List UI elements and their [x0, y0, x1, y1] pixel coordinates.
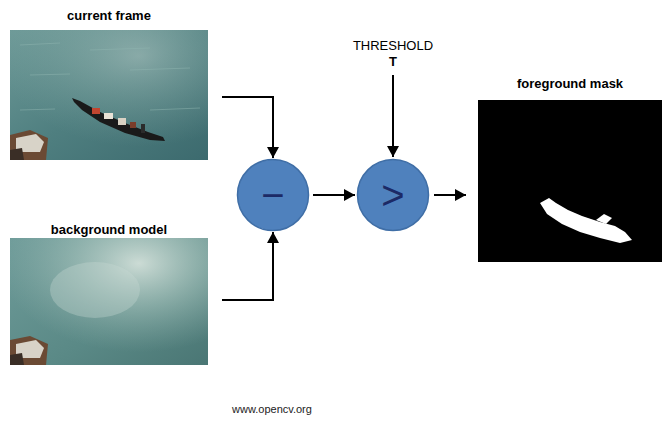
watermark: www.opencv.org — [232, 403, 312, 415]
current-frame-photo — [10, 30, 208, 160]
operator-circle: > — [356, 158, 430, 232]
threshold-input: THRESHOLDT — [343, 38, 443, 72]
operator-symbol: > — [381, 175, 404, 215]
operator-circle: − — [236, 158, 310, 232]
flow-arrow — [222, 97, 279, 158]
threshold-symbol: T — [389, 54, 397, 70]
flow-arrow — [387, 75, 399, 157]
arrowhead — [387, 146, 399, 157]
image-frame: current frame — [6, 8, 212, 160]
connector-line — [222, 97, 273, 158]
threshold-heading: THRESHOLD — [353, 38, 433, 54]
image-heading: foreground mask — [474, 76, 666, 92]
arrowhead — [267, 147, 279, 158]
flow-arrow — [313, 189, 355, 201]
image-heading: current frame — [6, 8, 212, 24]
connector-line — [392, 75, 394, 157]
image-frame: foreground mask — [474, 76, 666, 262]
image-frame: background model — [6, 222, 212, 365]
connector-line — [222, 232, 273, 300]
background-model-photo — [10, 238, 208, 365]
operator-symbol: − — [261, 175, 284, 215]
flow-arrow — [222, 232, 279, 300]
arrowhead — [455, 189, 466, 201]
flow-arrow — [434, 189, 466, 201]
arrowhead — [344, 189, 355, 201]
foreground-mask-image — [478, 100, 662, 262]
image-heading: background model — [6, 222, 212, 238]
arrowhead — [267, 232, 279, 243]
